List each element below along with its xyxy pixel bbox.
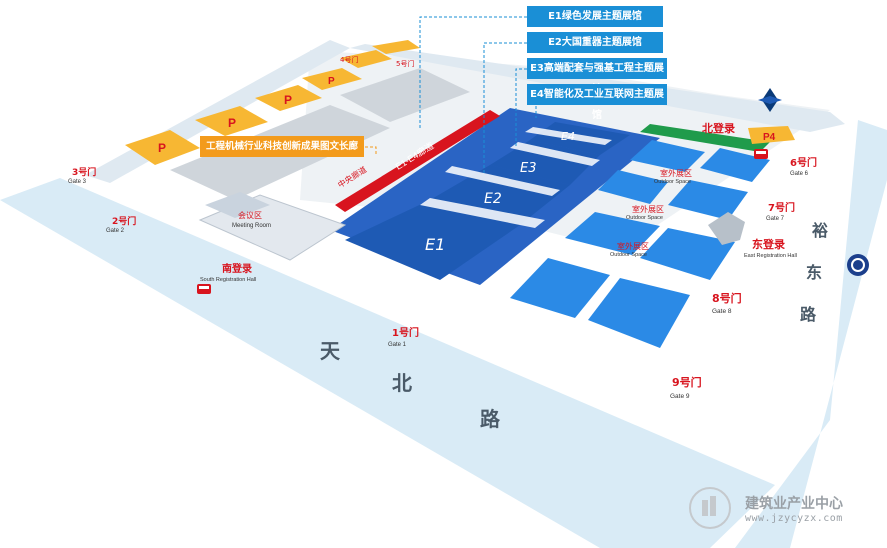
parking-label: P <box>158 141 166 155</box>
legend-leader-e1 <box>419 16 527 128</box>
gate-6-sub: Gate 6 <box>790 171 809 177</box>
legend-e4: E4智能化及工业互联网主题展馆 <box>527 84 667 121</box>
bus-icon <box>197 284 211 294</box>
p4-label: P4 <box>763 132 776 143</box>
outdoor-sub: Outdoor Space <box>654 179 691 185</box>
parking-label: P <box>284 93 292 107</box>
outdoor-space <box>668 180 748 220</box>
parking-lot <box>125 130 200 165</box>
east-registration-building <box>708 212 745 245</box>
bus-icon <box>754 149 768 159</box>
gate-9-label: 9号门 <box>672 375 702 389</box>
meeting-room-label: 会议区 <box>238 210 262 220</box>
compass-icon <box>758 88 782 112</box>
hall-separator <box>525 127 612 145</box>
outdoor-space <box>630 140 705 172</box>
p4-lot <box>748 126 795 144</box>
gate-6-label: 6号门 <box>790 156 817 169</box>
parking-label: P <box>328 76 335 87</box>
parking-lot <box>372 40 420 54</box>
south-registration-sub: South Registration Hall <box>200 277 256 283</box>
hall-label-e3: E3 <box>520 161 537 176</box>
legend-e3: E3高端配套与强基工程主题展馆 <box>527 58 667 95</box>
road-name-char: 东 <box>806 263 822 282</box>
outdoor-space <box>510 258 610 318</box>
legend-e1: E1绿色发展主题展馆 <box>527 6 663 27</box>
watermark-logo-icon <box>689 487 731 529</box>
outdoor-space <box>700 148 770 182</box>
south-registration-label: 南登录 <box>222 262 252 275</box>
parking-lot <box>195 106 268 136</box>
tianbei-road <box>0 178 775 548</box>
gate-7-sub: Gate 7 <box>766 216 785 222</box>
gate-8-sub: Gate 8 <box>712 308 732 315</box>
hall-separator <box>445 166 560 196</box>
gate-3-sub: Gate 3 <box>68 179 87 185</box>
road-name-char: 路 <box>800 305 817 324</box>
metro-station-icon <box>847 254 869 276</box>
east-registration-label: 东登录 <box>752 237 785 251</box>
watermark-title: 建筑业产业中心 <box>745 496 843 512</box>
outdoor-label: 室外展区 <box>617 241 649 251</box>
outdoor-space <box>598 170 668 204</box>
outdoor-space <box>640 228 735 280</box>
gate-9-sub: Gate 9 <box>670 393 690 400</box>
gate-1-label: 1号门 <box>392 326 419 339</box>
meeting-room-sub: Meeting Room <box>232 223 271 229</box>
corridor-callout: 工程机械行业科技创新成果图文长廊 <box>200 136 365 157</box>
outdoor-space <box>588 278 690 348</box>
red-corridor <box>335 110 500 212</box>
hall-e3 <box>490 140 600 185</box>
north-registration-strip <box>640 124 770 152</box>
gate-4-label: 4号门 <box>340 55 358 64</box>
hall-label-e4: E4 <box>561 130 575 143</box>
parking-lot <box>340 50 392 68</box>
west-ground-strip <box>340 68 470 122</box>
hall-e2 <box>430 165 570 225</box>
outdoor-label: 室外展区 <box>632 204 664 214</box>
legend-leader-e3 <box>515 68 527 148</box>
hall-e1 <box>345 200 520 280</box>
road-name-char: 天 <box>320 339 341 363</box>
hall-separator <box>510 142 600 166</box>
parking-lot <box>302 68 362 90</box>
gate-7-label: 7号门 <box>768 201 795 214</box>
gate-3-label: 3号门 <box>72 166 96 178</box>
hall-label-e1: E1 <box>425 235 445 254</box>
parking-lot <box>255 85 322 111</box>
outdoor-label: 室外展区 <box>660 168 692 178</box>
road-name-char: 北 <box>392 371 412 395</box>
road-name-char: 裕 <box>811 221 828 240</box>
road-name-char: 路 <box>480 407 501 431</box>
parking-label: P <box>228 116 236 130</box>
meeting-room <box>205 192 270 218</box>
hall-label-e2: E2 <box>484 191 502 207</box>
gate-2-label: 2号门 <box>112 215 136 227</box>
gate-5-label: 5号门 <box>396 59 414 68</box>
legend-e2: E2大国重器主题展馆 <box>527 32 663 53</box>
gate-1-sub: Gate 1 <box>388 342 407 348</box>
outdoor-sub: Outdoor Space <box>626 215 663 221</box>
north-registration-label: 北登录 <box>702 121 735 135</box>
hall-separator <box>420 198 545 228</box>
outdoor-space <box>565 212 660 255</box>
outdoor-sub: Outdoor Space <box>610 252 647 258</box>
yudong-road <box>735 120 887 548</box>
parking-lots: P P P P <box>125 40 420 165</box>
east-registration-sub: East Registration Hall <box>744 253 797 259</box>
watermark-url: www.jzycyzx.com <box>745 513 843 524</box>
gate-2-sub: Gate 2 <box>106 228 125 234</box>
gate-8-label: 8号门 <box>712 291 742 305</box>
legend-leader-e2 <box>483 42 527 175</box>
